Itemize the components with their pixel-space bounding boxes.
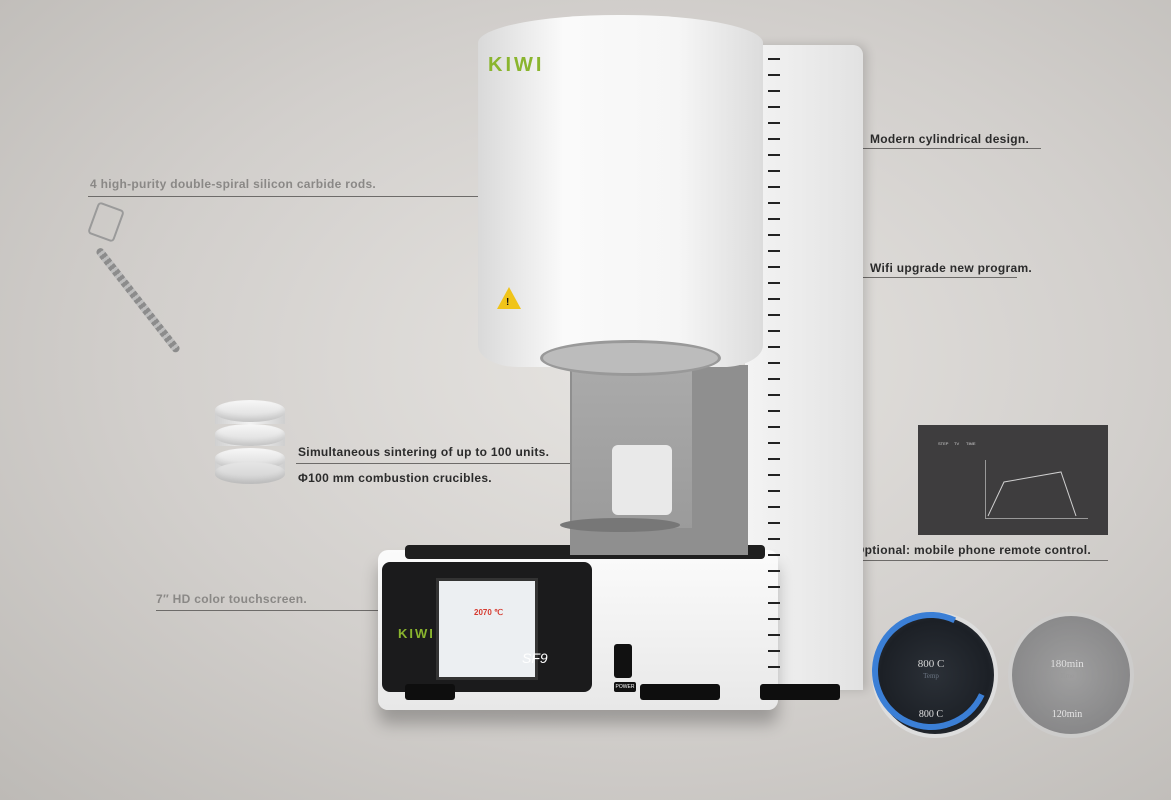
time-gauge-label: Time [1059,672,1075,680]
annotation-crucibles: Φ100 mm combustion crucibles. [298,471,492,485]
annotation-heating-rods: 4 high-purity double-spiral silicon carb… [90,177,377,191]
callout-line-rods [88,196,483,197]
annotation-sintering-units: Simultaneous sintering of up to 100 unit… [298,445,550,459]
furnace-cylinder [478,15,763,367]
warning-mark-icon: ! [506,297,510,308]
firing-platform [560,518,680,532]
callout-line-sintering [296,463,605,464]
vent-slit [768,554,780,556]
app-chart-line [987,471,1077,517]
vent-slit [768,266,780,268]
vent-slit [768,170,780,172]
vent-slit [768,250,780,252]
annotation-wifi-upgrade: Wifi upgrade new program. [870,261,1033,275]
vent-slit [768,154,780,156]
time-gauge-value: 180min [1050,658,1084,670]
vent-slit [768,314,780,316]
power-switch[interactable] [614,644,632,678]
vent-slit [768,186,780,188]
vent-slit [768,90,780,92]
crucible-in-chamber [612,445,672,515]
app-header-tv: TV [954,441,960,446]
vent-slit [768,634,780,636]
vent-slit [768,122,780,124]
vent-slit [768,618,780,620]
temperature-gauge-arc [855,595,1007,747]
furnace-foot-mid [640,684,720,700]
vent-slit [768,490,780,492]
brand-logo-panel: KIWI [398,626,435,641]
vent-slit [768,458,780,460]
vent-slit [768,138,780,140]
vent-slit [768,282,780,284]
vent-slit [768,442,780,444]
vent-slit [768,378,780,380]
vent-slit [768,106,780,108]
vent-slit [768,394,780,396]
hot-surface-warning-icon [497,287,521,309]
vent-slit [768,426,780,428]
vent-slit [768,570,780,572]
vent-slit [768,666,780,668]
annotation-touchscreen: 7″ HD color touchscreen. [156,592,307,606]
furnace-foot-right [760,684,840,700]
vent-slit [768,522,780,524]
vent-slit [768,474,780,476]
annotation-remote-control: Optional: mobile phone remote control. [855,543,1092,557]
temperature-gauge-value: 800 C [917,658,945,670]
vent-slit [768,330,780,332]
time-gauge [1008,612,1134,738]
app-header-step: STEP [938,441,949,446]
vent-slit [768,650,780,652]
vent-slit [768,202,780,204]
temperature-gauge [872,612,998,738]
cylinder-bottom-ring [540,340,721,376]
model-name: SF9 [522,650,548,666]
vent-slit [768,506,780,508]
vent-slit [768,602,780,604]
vent-slit [768,234,780,236]
vent-slit [768,410,780,412]
callout-line-cylinder [711,148,1041,149]
vent-slit [768,74,780,76]
temperature-gauge-bottom: 800 C [918,709,944,720]
vent-slit [768,58,780,60]
vent-slit [768,218,780,220]
heating-rod-head [87,201,125,243]
vent-slit [768,298,780,300]
temperature-gauge-label: Temp [923,672,939,680]
heating-rod-illustration [94,246,182,354]
vent-slit [768,346,780,348]
app-temperature-chart [985,460,1088,519]
vent-slit [768,538,780,540]
furnace-foot-left [405,684,455,700]
callout-line-wifi [711,277,1017,278]
annotation-cylinder-design: Modern cylindrical design. [870,132,1030,146]
brand-logo-top: KIWI [488,54,545,76]
touchscreen[interactable] [436,578,538,680]
callout-line-touchscreen [156,610,394,611]
vent-slit [768,586,780,588]
power-label: POWER [614,682,636,692]
time-gauge-bottom: 120min [1051,709,1083,720]
screen-temperature: 2070 ℃ [474,608,504,617]
app-header-time: TIME [966,441,976,446]
vent-slit [768,362,780,364]
